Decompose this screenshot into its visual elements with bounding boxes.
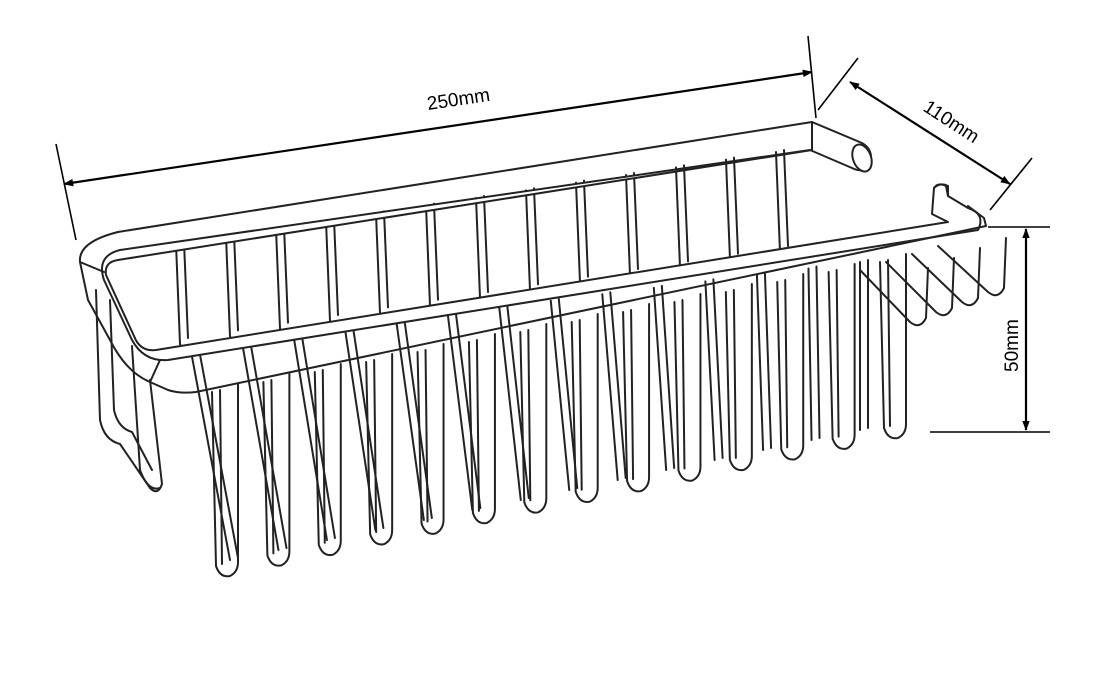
front-wire [570, 313, 599, 503]
floor-wire [549, 299, 571, 491]
floor-wire [248, 336, 288, 549]
back-wire [283, 225, 289, 324]
side-wire [937, 237, 1007, 297]
floor-wire [755, 273, 765, 451]
floor-wire [197, 343, 239, 559]
back-wire [333, 218, 339, 316]
floor-wire [609, 291, 627, 479]
floor-wire [601, 293, 619, 481]
length-extension-left [55, 143, 77, 241]
back-wire [633, 172, 639, 270]
back-wire [733, 156, 739, 255]
front-wire-inner [424, 349, 429, 523]
front-wire-inner [887, 259, 891, 427]
floor-wire [763, 271, 773, 449]
front-wire-inner [373, 359, 378, 534]
front-wire [519, 323, 548, 514]
floor-wire [660, 284, 676, 469]
front-wire [313, 363, 342, 557]
front-wire [724, 283, 753, 472]
front-wire [365, 353, 394, 546]
front-wire [467, 333, 496, 525]
floor-wire [807, 267, 813, 441]
floor-wire [300, 330, 336, 539]
left-end-wire [109, 299, 153, 471]
side-wire [885, 257, 955, 317]
floor-wire [712, 278, 724, 459]
front-wire-inner [270, 379, 275, 555]
basket-rim [78, 121, 987, 394]
back-wire [583, 179, 589, 278]
front-wire-inner [784, 279, 789, 449]
floor-wire [704, 280, 716, 461]
front-wire-inner [835, 269, 840, 438]
floor-wire [292, 332, 328, 541]
front-wire [879, 253, 907, 440]
front-wire-inner [578, 319, 583, 491]
back-wire [683, 164, 689, 263]
front-wire [827, 263, 856, 450]
floor-wire [395, 319, 425, 521]
front-wire [673, 293, 702, 482]
depth-arrow [849, 81, 1011, 185]
back-wire [233, 233, 239, 332]
back-wire [433, 202, 439, 301]
front-wire-inner [219, 389, 223, 565]
height-dimension: 50mm [930, 226, 1050, 433]
floor-wire [446, 312, 474, 511]
back-wire [783, 149, 789, 247]
front-wire-inner [321, 369, 326, 544]
front-wire-inner [527, 329, 532, 502]
front-wire [262, 373, 291, 567]
length-arrow [63, 69, 813, 187]
back-wire [483, 195, 489, 293]
floor-wire [652, 286, 668, 471]
left-end-wire [95, 289, 163, 493]
length-extension-right [807, 35, 817, 119]
front-wire [622, 303, 651, 493]
left-end-wire [131, 345, 161, 490]
front-wire [211, 383, 239, 578]
side-wire [911, 247, 981, 307]
back-wire [533, 187, 539, 286]
front-wires [95, 253, 907, 578]
depth-extension-right [989, 157, 1033, 211]
front-wire [416, 343, 445, 535]
front-wire-inner [630, 309, 635, 481]
depth-label: 110mm [919, 97, 982, 148]
floor-wires [189, 259, 869, 561]
floor-wire [506, 304, 530, 499]
floor-wire [189, 345, 231, 561]
front-wire [776, 273, 805, 461]
front-wire-inner [475, 339, 480, 512]
height-label: 50mm [1002, 319, 1023, 372]
back-wire [383, 210, 389, 309]
depth-extension-left [817, 57, 859, 111]
depth-dimension: 110mm [817, 57, 1033, 211]
floor-wire [498, 306, 522, 501]
front-wire-inner [732, 289, 737, 459]
floor-wire [815, 265, 821, 439]
side-wire [859, 267, 929, 327]
length-label: 250mm [426, 85, 492, 115]
back-wire [183, 241, 189, 339]
front-wire-inner [681, 299, 686, 470]
floor-wire [454, 310, 482, 509]
